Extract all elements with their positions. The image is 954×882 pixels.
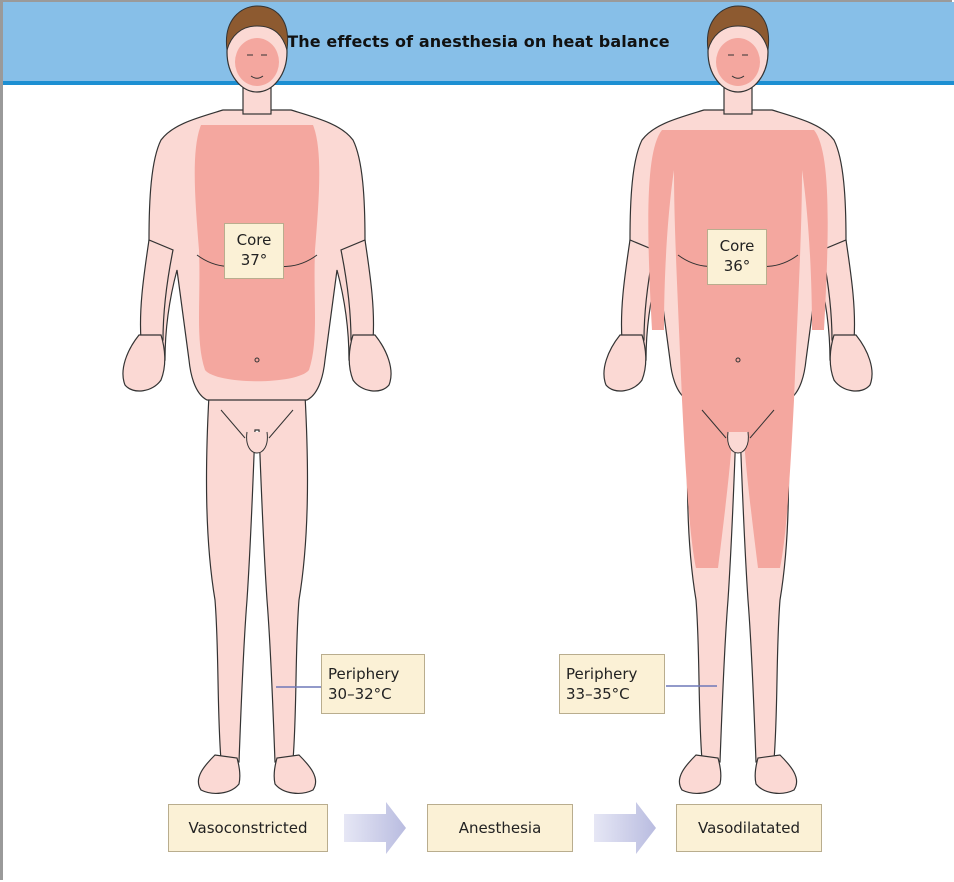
right-periphery-temp: 33–35°C	[566, 684, 664, 704]
right-core-temp: 36°	[708, 256, 766, 276]
flow-step-vasodilatated: Vasodilatated	[676, 804, 822, 852]
left-periphery-label: Periphery 30–32°C	[321, 654, 425, 714]
left-periphery-text: Periphery	[328, 664, 424, 684]
left-core-label: Core 37°	[224, 223, 284, 279]
flow-step-2-text: Anesthesia	[459, 819, 542, 837]
flow-step-3-text: Vasodilatated	[698, 819, 800, 837]
flow-step-vasoconstricted: Vasoconstricted	[168, 804, 328, 852]
flow-arrow-2	[594, 802, 656, 854]
flow-arrow-1	[344, 802, 406, 854]
flow-step-1-text: Vasoconstricted	[188, 819, 307, 837]
right-periphery-label: Periphery 33–35°C	[559, 654, 665, 714]
left-core-text: Core	[225, 230, 283, 250]
left-periphery-temp: 30–32°C	[328, 684, 424, 704]
flow-step-anesthesia: Anesthesia	[427, 804, 573, 852]
left-core-temp: 37°	[225, 250, 283, 270]
right-periphery-text: Periphery	[566, 664, 664, 684]
right-core-text: Core	[708, 236, 766, 256]
right-core-label: Core 36°	[707, 229, 767, 285]
